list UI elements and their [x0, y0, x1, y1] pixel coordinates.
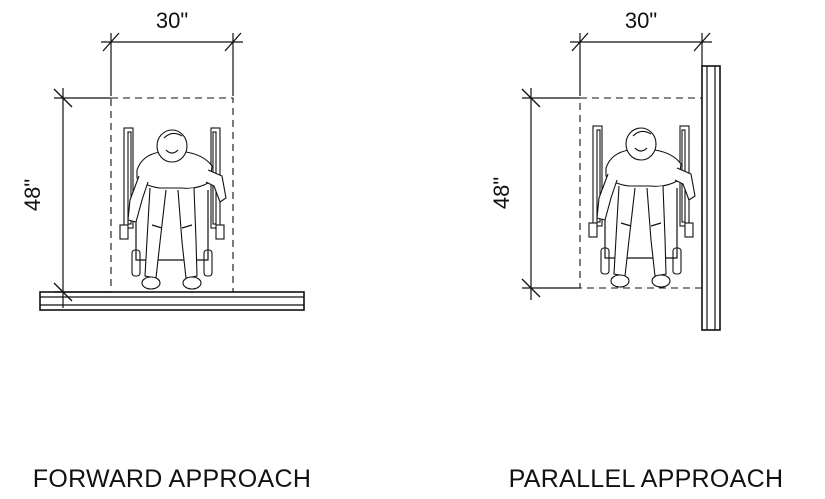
forward-width-label: 30": [156, 8, 188, 33]
wall-icon: [39, 291, 305, 311]
parallel-depth-dimension: 48": [489, 88, 580, 300]
parallel-approach-diagram: 30" 48": [489, 8, 721, 331]
wheelchair-user-icon: [119, 127, 227, 290]
parallel-depth-label: 48": [489, 177, 514, 209]
parallel-width-dimension: 30": [570, 8, 712, 96]
parallel-width-label: 30": [625, 8, 657, 33]
wheelchair-user-icon: [588, 125, 696, 288]
wall-icon: [701, 65, 721, 331]
parallel-approach-caption: PARALLEL APPROACH: [509, 465, 784, 493]
forward-depth-dimension: 48": [20, 88, 111, 308]
forward-approach-caption: FORWARD APPROACH: [33, 465, 311, 493]
forward-depth-label: 48": [20, 179, 45, 211]
forward-width-dimension: 30": [101, 8, 243, 96]
forward-approach-diagram: 30" 48": [20, 8, 305, 311]
